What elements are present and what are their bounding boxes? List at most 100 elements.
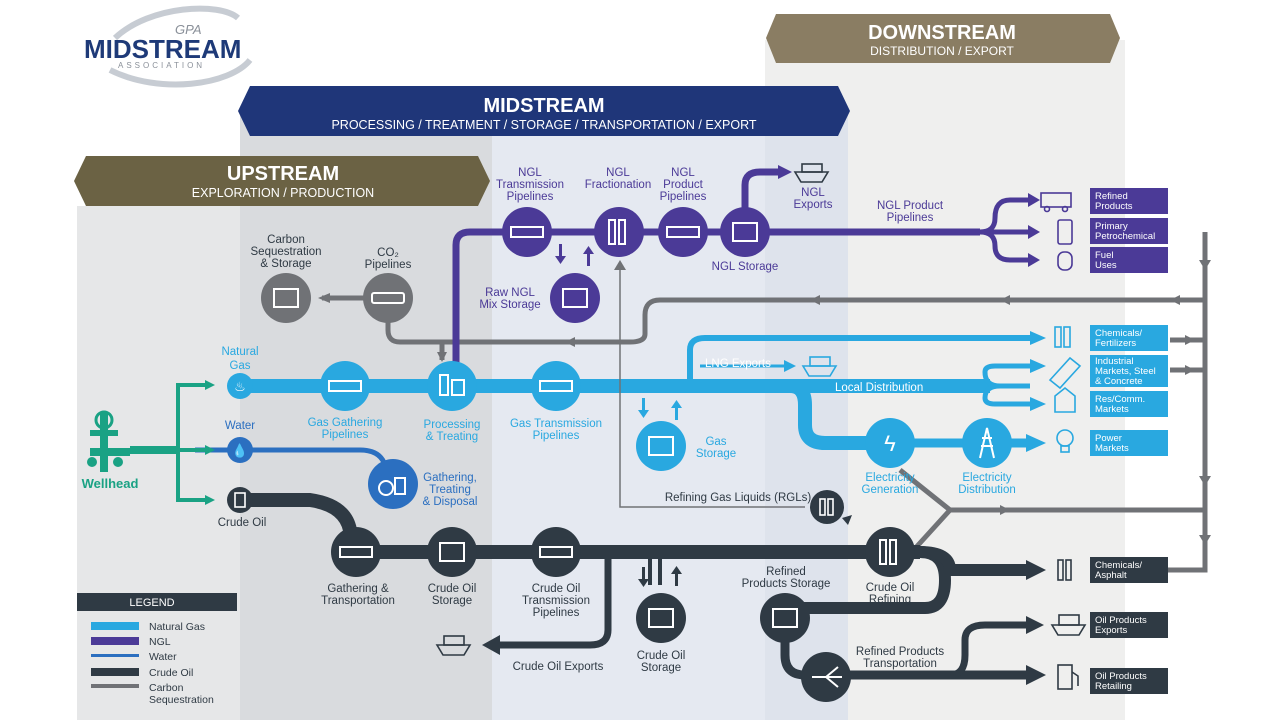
output-res-comm-markets: Res/Comm.Markets [1095, 394, 1145, 415]
legend: LEGEND Natural Gas NGL Water Crude Oil C… [77, 593, 237, 706]
asphalt-icon [1057, 559, 1072, 581]
co2-pipelines-node [363, 273, 413, 323]
gpa-midstream-logo: GPA MIDSTREAM ASSOCIATION [84, 5, 253, 88]
crude-oil-storage-node [427, 527, 477, 577]
legend-swatch-ngl [91, 637, 139, 645]
crude-oil-refining-node [865, 527, 915, 577]
output-chemicals-fertilizers: Chemicals/Fertilizers [1095, 328, 1142, 349]
upstream-title: UPSTREAM [227, 163, 339, 185]
gas-gathering-pipelines-node [320, 361, 370, 411]
wellhead-arrowheads [205, 380, 215, 505]
downstream-subtitle: DISTRIBUTION / EXPORT [870, 44, 1014, 58]
processing-treating-node [427, 361, 477, 411]
ngl-fractionation-node [594, 207, 644, 257]
processing-label: Processing& Treating [424, 419, 481, 443]
wellhead-lines [130, 383, 205, 502]
legend-swatch-carbon [91, 684, 139, 688]
gathering-disposal-label: Gathering,Treating& Disposal [423, 472, 478, 508]
phone-icon [1057, 219, 1073, 245]
electricity-generation-node: ϟ [865, 418, 915, 468]
midstream-title: MIDSTREAM [483, 95, 604, 117]
refined-products-transportation-node [801, 652, 851, 702]
carbon-storage-node [261, 273, 311, 323]
chemicals-icon [1054, 326, 1071, 348]
downstream-title: DOWNSTREAM [868, 22, 1016, 44]
raw-ngl-mix-storage-node [550, 273, 600, 323]
legend-label-water: Water [149, 651, 177, 663]
output-boxes [1090, 188, 1168, 694]
downstream-banner: DOWNSTREAM DISTRIBUTION / EXPORT [766, 14, 1120, 63]
refining-gas-liquids-node [810, 490, 844, 524]
midstream-subtitle: PROCESSING / TREATMENT / STORAGE / TRANS… [331, 118, 756, 132]
wellhead-label: Wellhead [82, 476, 139, 491]
svg-text:💧: 💧 [232, 443, 248, 458]
gathering-transportation-node [331, 527, 381, 577]
wellhead-icon [87, 410, 130, 472]
ngl-arrowheads [555, 165, 1040, 267]
logo-small: GPA [175, 22, 202, 37]
ngl-lines [452, 168, 1030, 508]
local-distribution-label: Local Distribution [835, 382, 923, 394]
house-icon [1054, 386, 1076, 413]
output-chemicals-asphalt: Chemicals/Asphalt [1095, 560, 1142, 581]
upstream-subtitle: EXPLORATION / PRODUCTION [192, 186, 374, 200]
legend-title: LEGEND [129, 597, 174, 609]
legend-label-ngl: NGL [149, 636, 171, 648]
legend-swatch-natural-gas [91, 622, 139, 630]
ngl-storage-node [720, 207, 770, 257]
legend-label-natural-gas: Natural Gas [149, 621, 205, 633]
industrial-icon [1048, 356, 1082, 390]
rgl-arrowhead [614, 260, 626, 270]
ship-icon [793, 163, 830, 183]
fuel-pump-icon [1057, 664, 1079, 690]
ngl-product-pipelines-node [658, 207, 708, 257]
lng-exports-label: LNG Exports [705, 358, 771, 370]
refined-products-storage-node [760, 593, 810, 643]
electricity-distribution-node [962, 418, 1012, 468]
rgl-label: Refining Gas Liquids (RGLs) [665, 492, 812, 504]
midstream-zone-left [240, 112, 492, 720]
crude-oil-label: Crude Oil [218, 517, 267, 529]
crude-oil-transmission-node [531, 527, 581, 577]
water-label: Water [225, 420, 255, 432]
gathering-transportation-label: Gathering &Transportation [321, 583, 395, 607]
ngl-transmission-node [502, 207, 552, 257]
legend-swatch-crude-oil [91, 668, 139, 676]
crude-oil-storage-2-node [636, 593, 686, 643]
svg-text:ϟ: ϟ [884, 431, 896, 456]
legend-label-crude-oil: Crude Oil [149, 667, 193, 679]
oil-exports-icon [1050, 614, 1087, 636]
crude-ship-icon [435, 635, 472, 656]
gas-storage-node [636, 421, 686, 471]
crude-oil-source-icon [227, 487, 253, 513]
gas-transmission-pipelines-node [531, 361, 581, 411]
upstream-banner: UPSTREAM EXPLORATION / PRODUCTION [74, 156, 490, 206]
bulb-icon [1056, 429, 1074, 453]
logo-main: MIDSTREAM [84, 34, 241, 64]
legend-swatch-water [91, 654, 139, 657]
ngl-storage-label: NGL Storage [712, 261, 779, 273]
propane-icon [1057, 251, 1073, 271]
